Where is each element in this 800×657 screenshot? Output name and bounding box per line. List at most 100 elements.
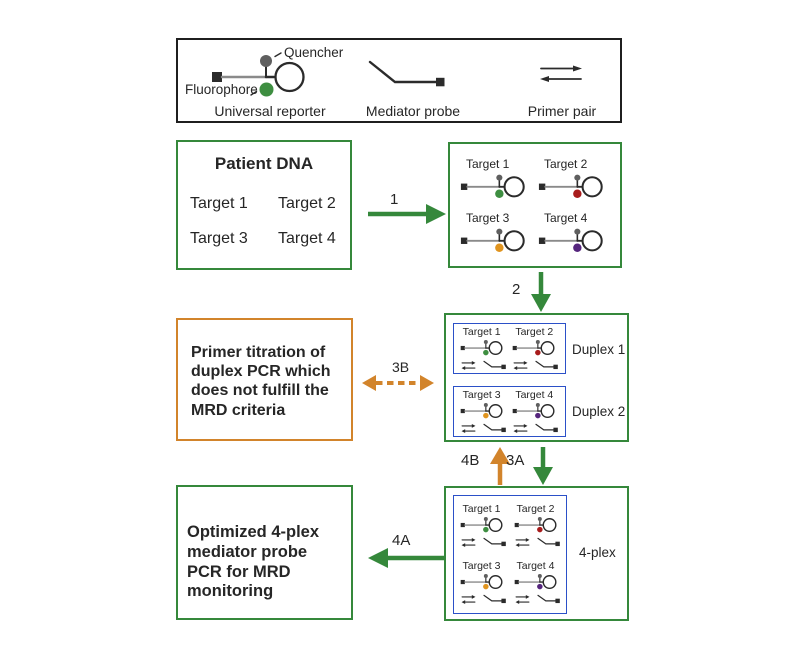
target-label: Target 4 — [544, 211, 588, 225]
primer-mediator-row — [515, 537, 561, 548]
step-4b-label: 4B — [461, 452, 480, 469]
step-3b-label: 3B — [392, 359, 410, 375]
quencher-dot — [483, 517, 488, 522]
hairpin-loop — [488, 575, 503, 590]
fluorophore-dot — [482, 349, 489, 356]
fluorophore-dot — [482, 412, 489, 419]
hairpin-loop — [488, 404, 503, 419]
legend-box: Quencher Fluorophore Universal reporter … — [176, 38, 622, 123]
primer-pair-icon — [540, 65, 582, 82]
universal-reporter-icon — [514, 517, 557, 533]
primer-pair-icon — [513, 424, 528, 433]
primer-titration-text: Primer titration of duplex PCR which doe… — [191, 344, 331, 419]
mediator-probe-icon — [535, 423, 559, 433]
step-1-label: 1 — [390, 191, 399, 208]
primer-mediator-row — [461, 360, 507, 371]
hairpin-loop — [488, 341, 503, 356]
target-label: Target 4 — [515, 389, 554, 401]
target-label: Target 2 — [516, 503, 555, 515]
mediator-probe-icon — [483, 423, 506, 433]
hairpin-loop — [581, 176, 603, 198]
fluorophore-label: Fluorophore — [185, 82, 258, 97]
step-3a-label: 3A — [506, 452, 525, 469]
target-label: Target 4 — [516, 560, 555, 572]
quencher-dot — [260, 55, 272, 67]
universal-reporter-icon — [514, 574, 557, 590]
target-label: Target 3 — [190, 230, 248, 247]
quencher-dot — [536, 340, 541, 345]
arrow-step-3b — [362, 375, 434, 391]
target-label: Target 1 — [462, 326, 501, 338]
fluorophore-dot — [495, 243, 504, 252]
target-label: Target 3 — [462, 560, 501, 572]
quencher-dot — [496, 228, 503, 235]
duplex-box: Target 1 — [444, 313, 629, 442]
target-cell: Target 1 — [460, 157, 538, 202]
reporter-assignment-box: Target 1 Target 2 — [448, 142, 622, 268]
quencher-dot — [496, 174, 503, 181]
mediator-probe-icon — [483, 360, 506, 370]
hairpin-loop — [488, 518, 503, 533]
primer-pair-icon — [513, 361, 528, 370]
universal-reporter-icon — [460, 174, 525, 198]
primer-mediator-row — [513, 360, 559, 371]
quencher-dot — [536, 403, 541, 408]
universal-reporter-icon — [460, 340, 503, 356]
duplex-2-label: Duplex 2 — [572, 404, 626, 419]
primer-pair-caption: Primer pair — [527, 103, 597, 119]
quencher-label: Quencher — [284, 45, 344, 60]
quencher-dot — [483, 574, 488, 579]
quencher-dot — [574, 228, 581, 235]
target-unit: Target 1 — [460, 503, 507, 548]
universal-reporter-icon — [512, 403, 555, 419]
target-label: Target 1 — [462, 503, 501, 515]
arrow-step-1 — [368, 204, 446, 224]
quencher-dot — [537, 574, 542, 579]
fluorophore-dot — [536, 583, 543, 590]
mediator-probe-icon — [482, 594, 506, 604]
fourplex-label: 4-plex — [579, 545, 616, 560]
target-unit: Target 3 — [460, 560, 507, 605]
target-cell: Target 4 — [538, 211, 616, 256]
target-label: Target 2 — [544, 157, 588, 171]
target-label: Target 3 — [462, 389, 501, 401]
universal-reporter-icon — [460, 403, 503, 419]
quencher-dot — [574, 174, 581, 181]
primer-mediator-row — [513, 423, 559, 434]
target-unit: Target 3 — [460, 389, 507, 434]
fluorophore-dot — [535, 412, 541, 419]
target-unit: Target 4 — [514, 560, 561, 605]
quencher-dot — [483, 403, 488, 408]
primer-pair-icon — [515, 538, 529, 547]
target-unit: Target 2 — [514, 503, 561, 548]
hairpin-loop — [503, 176, 525, 198]
mediator-probe-icon — [536, 537, 560, 547]
fluorophore-dot — [536, 526, 543, 533]
patient-dna-box: Patient DNA Target 1 Target 2 Target 3 T… — [176, 140, 352, 270]
primer-mediator-row — [461, 594, 507, 605]
hairpin-loop — [540, 341, 555, 356]
fluorophore-dot — [495, 189, 504, 198]
optimized-box: Optimized 4-plex mediator probe PCR for … — [176, 485, 353, 620]
hairpin-loop — [542, 518, 557, 533]
primer-mediator-row — [461, 537, 507, 548]
mediator-probe-icon — [535, 360, 559, 370]
hairpin-loop — [503, 230, 525, 252]
fluorophore-pointer — [250, 90, 258, 96]
primer-pair-icon — [461, 361, 476, 370]
target-label: Target 1 — [190, 195, 248, 212]
fluorophore-end-square — [212, 72, 222, 82]
universal-reporter-caption: Universal reporter — [214, 103, 326, 119]
patient-dna-title: Patient DNA — [214, 154, 314, 173]
target-cell: Target 2 — [538, 157, 616, 202]
patient-dna-targets: Target 1 Target 2 Target 3 Target 4 — [190, 195, 350, 248]
arrow-step-4a — [368, 548, 448, 568]
target-cell: Target 3 — [460, 211, 538, 256]
target-label: Target 4 — [278, 230, 336, 247]
target-label: Target 2 — [278, 195, 336, 212]
quencher-dot — [537, 517, 542, 522]
step-2-label: 2 — [512, 281, 521, 298]
target-unit: Target 1 — [460, 326, 507, 371]
duplex-2-box: Target 3 — [453, 386, 566, 437]
arrow-step-3a — [533, 447, 553, 485]
